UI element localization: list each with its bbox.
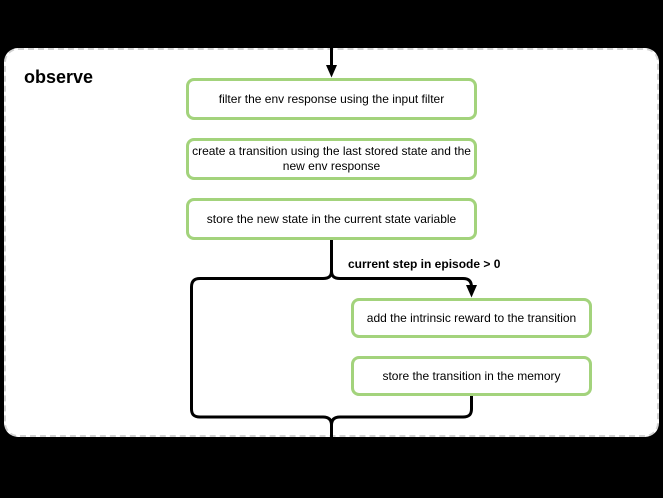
condition-label: current step in episode > 0 <box>348 257 501 271</box>
step-store-new-state: store the new state in the current state… <box>186 198 477 240</box>
step-add-intrinsic-reward: add the intrinsic reward to the transiti… <box>351 298 592 338</box>
step-create-transition: create a transition using the last store… <box>186 138 477 180</box>
step-label: filter the env response using the input … <box>218 91 445 106</box>
step-label: create a transition using the last store… <box>192 144 471 173</box>
frame-title: observe <box>24 67 94 87</box>
step-label: store the transition in the memory <box>382 368 561 383</box>
step-label: add the intrinsic reward to the transiti… <box>366 310 577 325</box>
step-store-transition-memory: store the transition in the memory <box>351 356 592 396</box>
step-filter-env-response: filter the env response using the input … <box>186 78 477 120</box>
step-label: store the new state in the current state… <box>206 211 457 226</box>
